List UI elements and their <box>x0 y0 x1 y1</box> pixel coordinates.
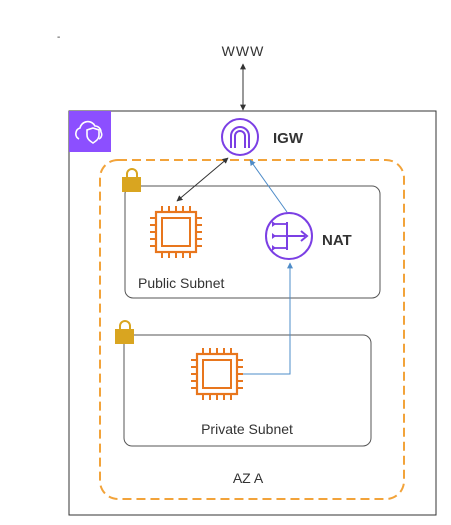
private-subnet-label: Private Subnet <box>201 421 293 437</box>
private-ec2-nat-connector <box>243 262 293 375</box>
internet-label: WWW <box>222 43 265 59</box>
ec2-instance-icon <box>150 206 202 258</box>
availability-zone-container <box>99 159 405 500</box>
nat-gateway-icon <box>265 212 313 260</box>
stray-mark: - <box>57 32 60 43</box>
vpc-cloud-shield-icon <box>69 111 111 152</box>
lock-icon <box>122 168 141 192</box>
lock-icon <box>115 320 134 344</box>
az-label: AZ A <box>233 470 264 486</box>
private-subnet-container <box>123 334 372 447</box>
vpc-container <box>68 110 437 516</box>
igw-ec2-connector <box>176 157 229 202</box>
nat-label: NAT <box>322 232 352 249</box>
igw-label: IGW <box>273 130 304 147</box>
ec2-instance-icon <box>191 348 243 400</box>
internet-gateway-icon <box>221 118 259 156</box>
nat-igw-connector <box>249 159 288 213</box>
public-subnet-label: Public Subnet <box>138 275 225 291</box>
public-subnet-container <box>124 185 381 299</box>
